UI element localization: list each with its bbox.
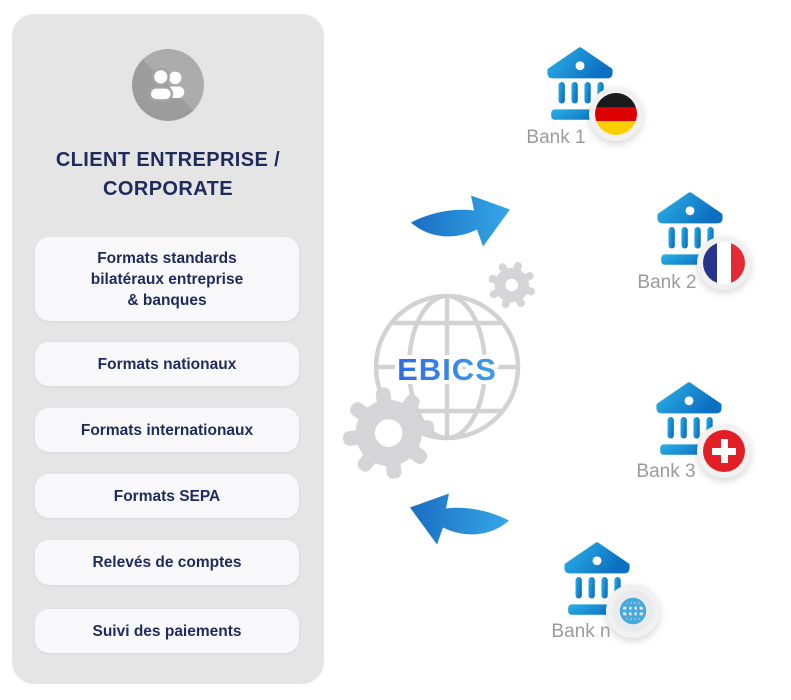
bank-label: Bank 3 — [636, 461, 696, 482]
capability-label: Formats internationaux — [80, 421, 254, 439]
flag-france-icon — [697, 236, 751, 290]
capability-label: Relevés de comptes — [92, 554, 242, 571]
capability-card: Relevés de comptes — [35, 540, 299, 585]
capability-label: Formats nationaux — [97, 355, 237, 373]
capability-card: Suivi des paiements — [35, 609, 299, 653]
panel-title: CLIENT ENTREPRISE / CORPORATE — [22, 146, 314, 204]
client-panel: CLIENT ENTREPRISE / CORPORATE Formats st… — [12, 14, 324, 684]
capability-card: Formats nationaux — [35, 342, 299, 386]
gear-icon-large — [337, 381, 442, 490]
capability-label: Formats SEPA — [113, 487, 221, 505]
bank-label: Bank n — [551, 621, 611, 642]
panel-title-line1: CLIENT ENTREPRISE / — [55, 149, 281, 171]
capability-card: Formats SEPA — [35, 474, 299, 518]
bank-label: Bank 2 — [637, 272, 697, 293]
ebics-label-text: EBICS — [372, 350, 522, 390]
arrow-left-icon — [409, 492, 509, 553]
arrow-up-right-icon — [411, 194, 511, 255]
flag-germany-icon — [589, 87, 643, 141]
gear-icon-small — [480, 255, 542, 320]
capability-card: Formats standards bilatéraux entreprise … — [35, 237, 299, 321]
flag-switzerland-icon — [697, 424, 751, 478]
bank-label: Bank 1 — [526, 127, 586, 148]
panel-title-line2: CORPORATE — [103, 178, 233, 200]
ebics-label: EBICS EBICS — [372, 348, 522, 391]
users-icon — [132, 49, 204, 121]
ebics-label-halo: EBICS — [372, 348, 522, 391]
capability-label: Suivi des paiements — [92, 622, 242, 640]
capability-card: Formats internationaux — [35, 408, 299, 452]
globe-icon — [372, 292, 522, 447]
bank-icon — [547, 47, 613, 120]
capability-label: Formats standards bilatéraux entreprise … — [90, 249, 244, 309]
flag-international-globe-icon — [606, 584, 660, 638]
